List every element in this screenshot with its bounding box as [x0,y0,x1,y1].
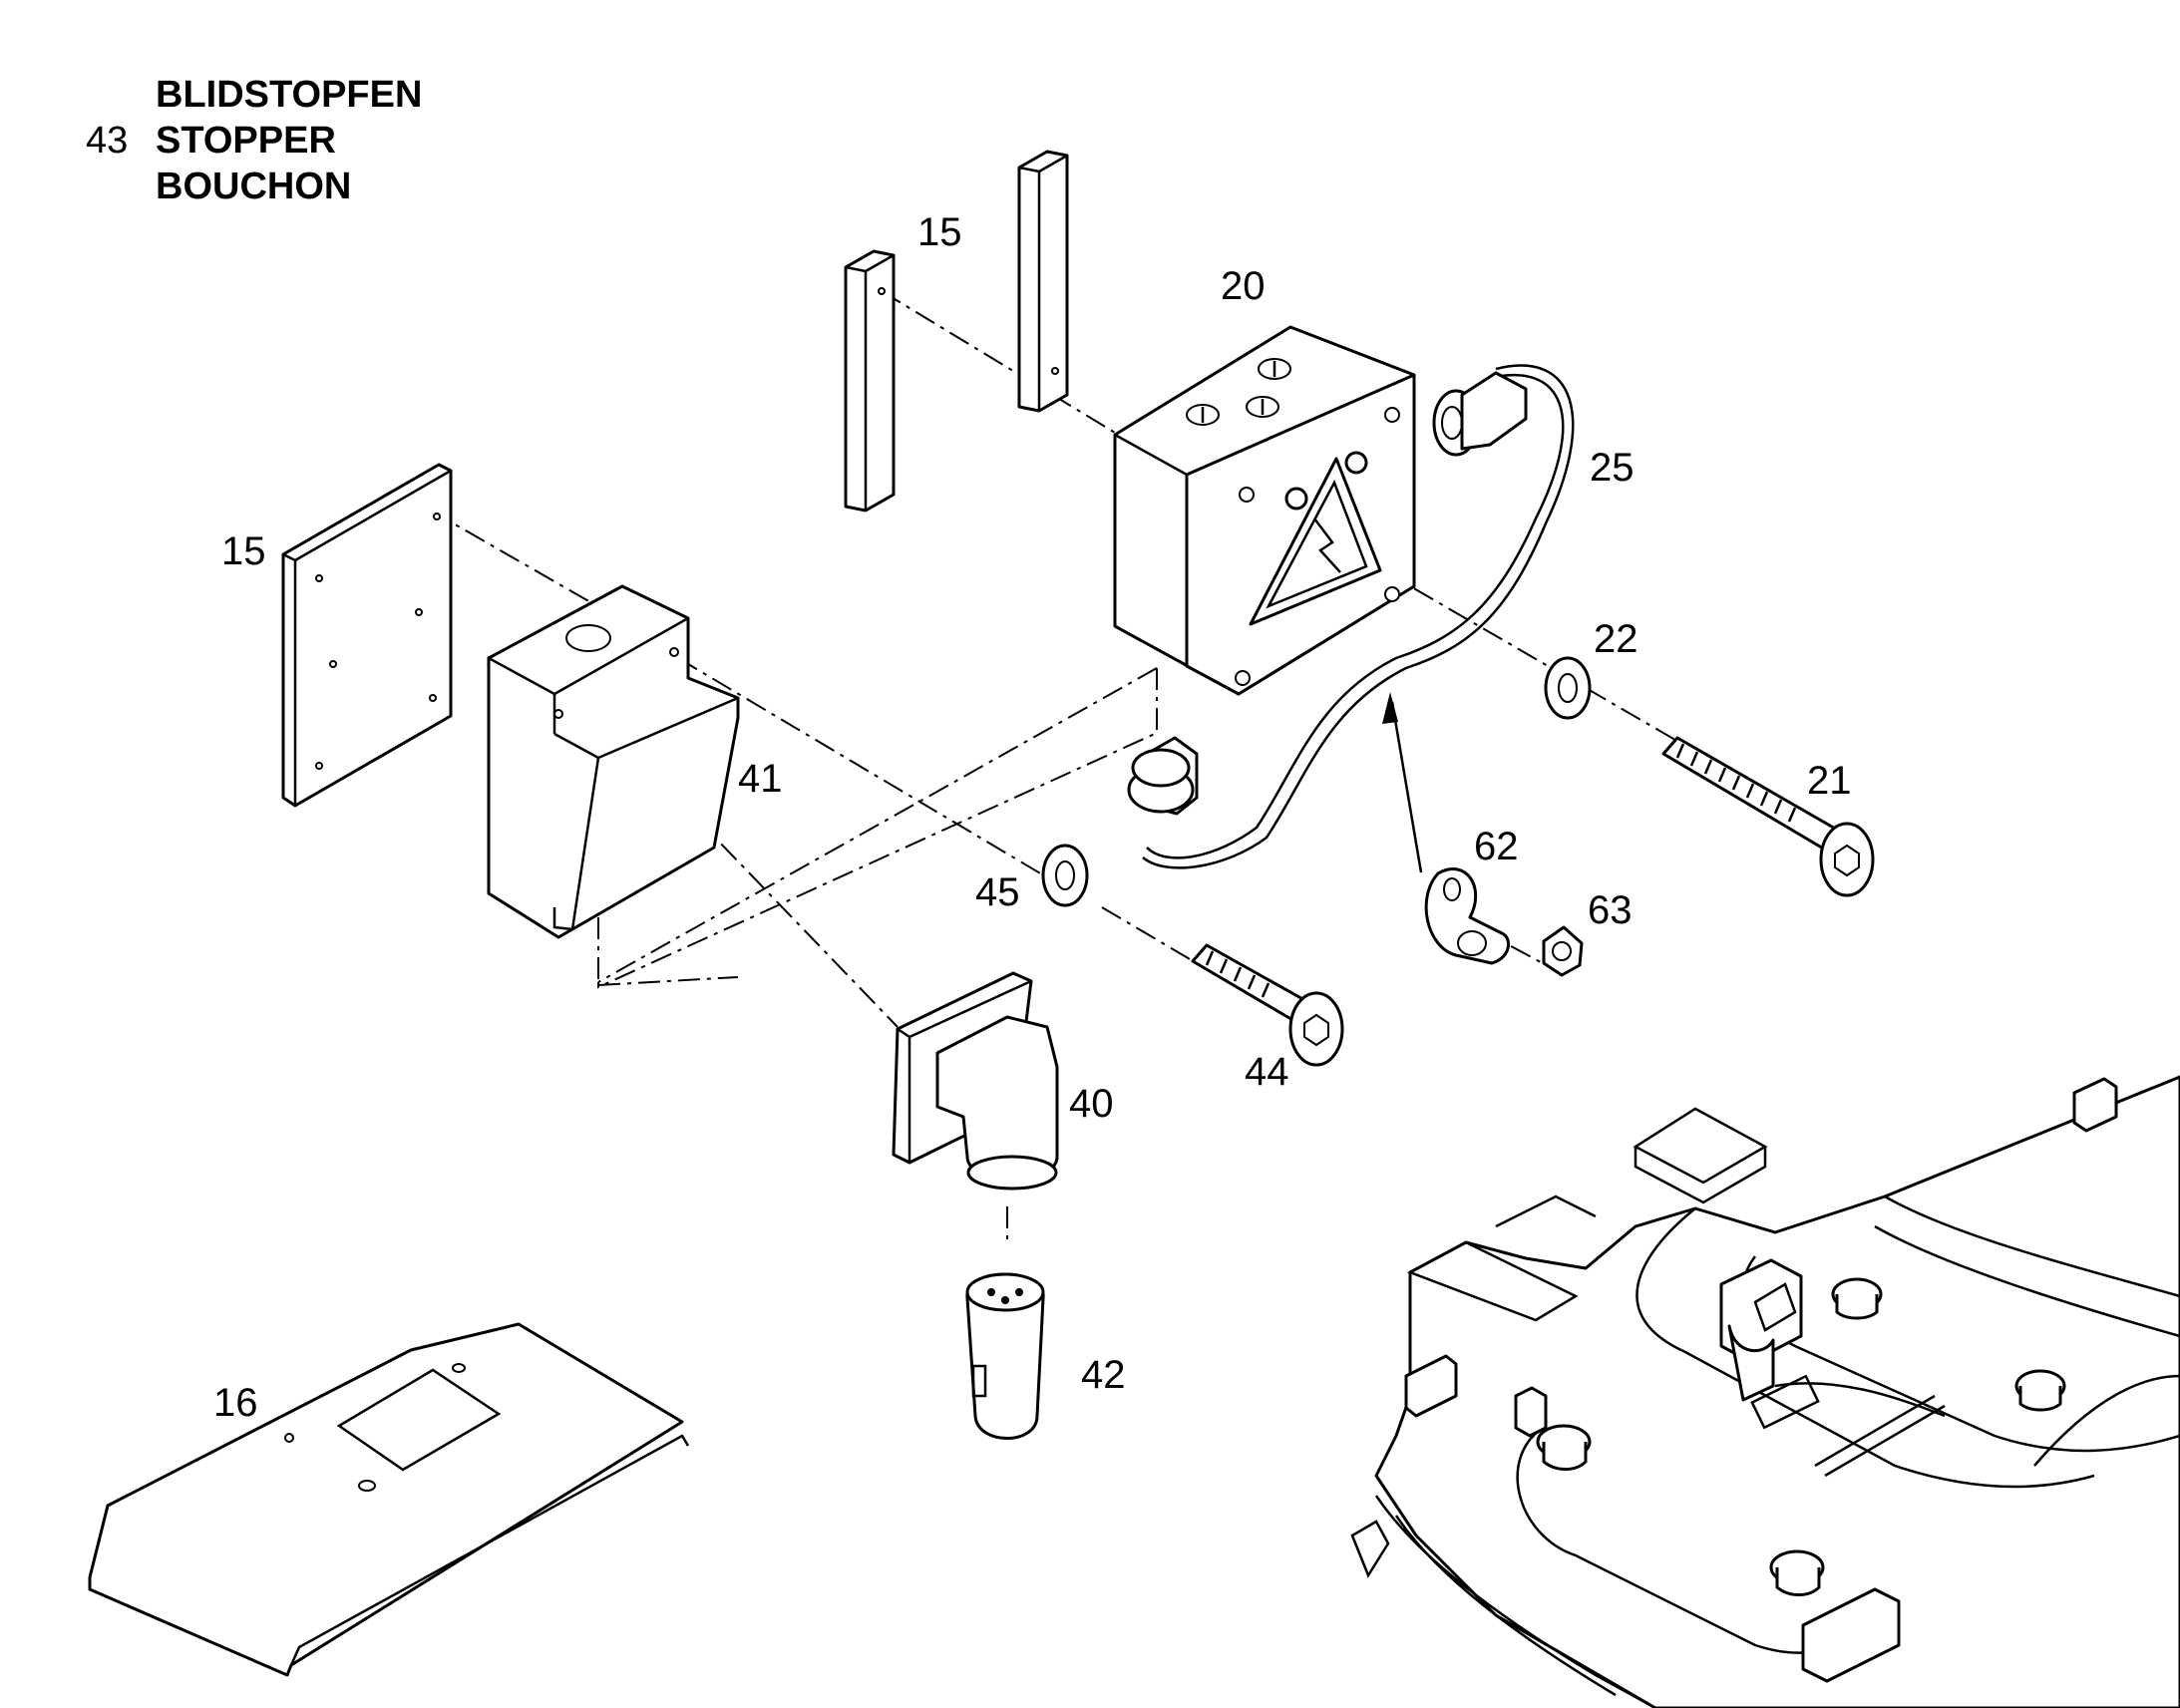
part-25-cable-with-glands [1127,364,1575,869]
callout-labels: 15 20 25 15 22 41 21 62 45 63 44 40 16 4… [213,210,1852,1425]
part-21-long-screw [1661,736,1875,897]
callout-22: 22 [1594,617,1638,661]
callout-41: 41 [738,757,783,801]
callout-15-top: 15 [917,210,962,254]
part-40-plug-socket [892,971,1059,1191]
legend-name-fr: BOUCHON [156,166,352,207]
part-44-short-screw [1191,943,1344,1067]
callout-25: 25 [1590,446,1635,490]
part-22-washer [1544,656,1592,720]
part-63-nut [1542,925,1584,977]
part-62-cable-clip [1424,867,1511,965]
callout-20: 20 [1221,264,1266,308]
callout-62: 62 [1474,825,1519,868]
legend-name-de: BLIDSTOPFEN [156,74,423,116]
part-20-junction-box [1113,325,1416,696]
part-15-mounting-bars [844,150,1069,512]
callout-15-left: 15 [221,529,266,573]
cable-clip-arrow [1382,692,1423,873]
part-16-cover-plate [88,1322,690,1677]
callout-42: 42 [1081,1353,1126,1397]
legend-part-number: 43 [86,120,129,162]
legend-name-en: STOPPER [156,120,336,162]
part-15-mounting-plate [281,463,453,808]
callout-63: 63 [1588,888,1633,932]
part-42-plug [965,1272,1045,1440]
callout-40: 40 [1069,1082,1114,1126]
callout-16: 16 [213,1381,258,1425]
part-41-socket-housing [487,584,740,939]
legend-part-names: BLIDSTOPFEN STOPPER BOUCHON [156,72,422,209]
part-45-washer [1041,844,1089,907]
callout-45: 45 [975,870,1020,914]
machine-frame-view [1350,1075,2180,1708]
callout-44: 44 [1245,1050,1289,1094]
callout-21: 21 [1807,759,1852,803]
